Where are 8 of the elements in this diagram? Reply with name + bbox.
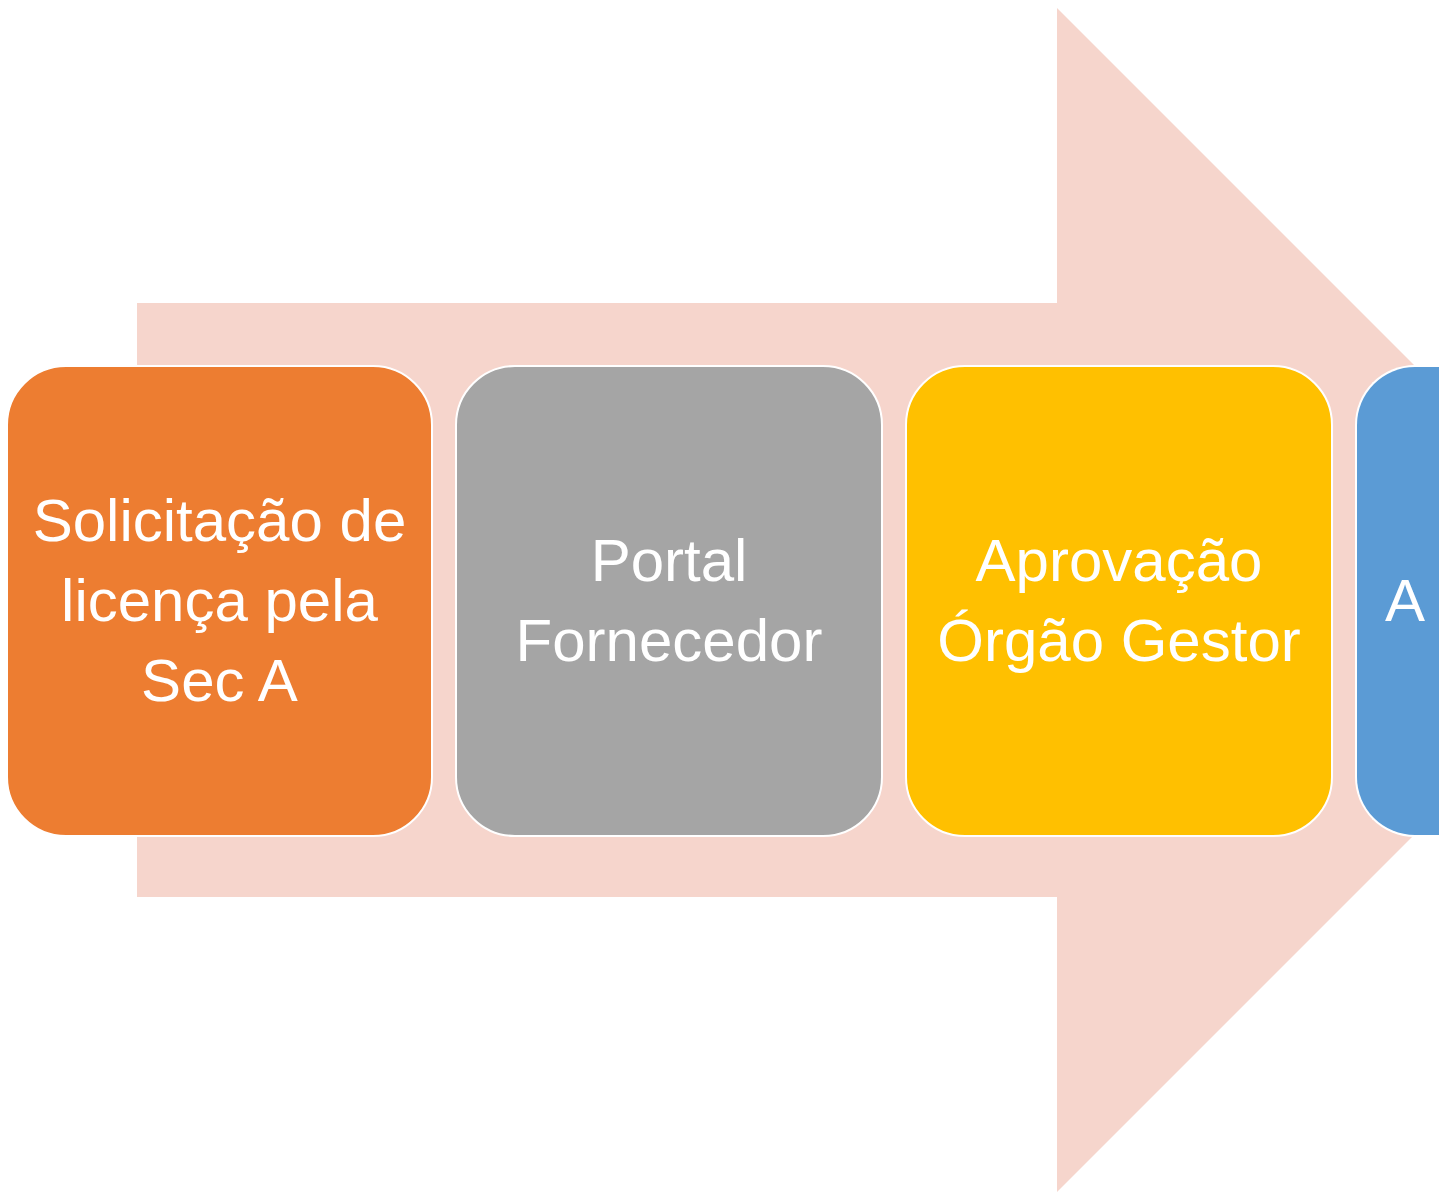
step-label: A <box>1385 566 1426 636</box>
process-step-box <box>6 365 433 837</box>
step-label: Solicitação de licença pela Sec A <box>31 486 408 716</box>
step-label: Portal Fornecedor <box>514 526 824 676</box>
process-step-box <box>1355 365 1439 837</box>
process-step-box <box>455 365 883 837</box>
process-step-box <box>905 365 1333 837</box>
step-label: Aprovação Órgão Gestor <box>936 526 1302 676</box>
